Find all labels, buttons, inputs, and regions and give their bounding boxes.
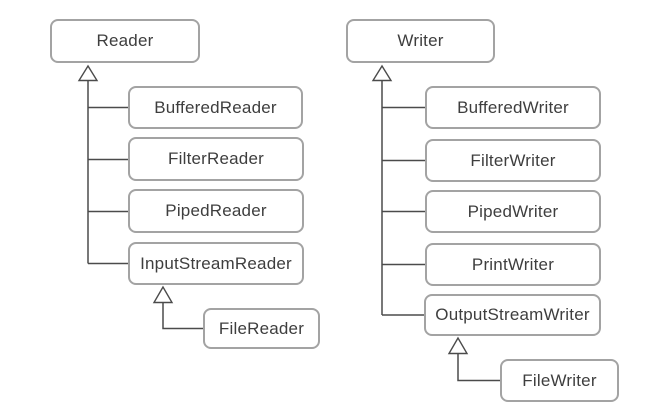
class-node-filterwriter: FilterWriter (425, 139, 601, 182)
class-node-inputstreamreader: InputStreamReader (128, 242, 304, 285)
class-node-printwriter: PrintWriter (425, 243, 601, 286)
inheritance-arrow-inputstreamreader (152, 285, 174, 304)
class-node-reader: Reader (50, 19, 200, 63)
inheritance-arrow-outputstreamwriter (447, 336, 469, 355)
class-node-pipedreader: PipedReader (128, 189, 304, 233)
inheritance-arrow-reader (77, 64, 99, 82)
class-node-filterreader: FilterReader (128, 137, 304, 181)
class-node-pipedwriter: PipedWriter (425, 190, 601, 233)
filewriter-elbow-line (457, 353, 500, 382)
class-node-filewriter: FileWriter (500, 359, 619, 402)
class-node-writer: Writer (346, 19, 495, 63)
reader-tree-connectors (77, 64, 203, 330)
inheritance-arrow-writer (371, 64, 393, 82)
class-node-filereader: FileReader (203, 308, 320, 349)
class-node-outputstreamwriter: OutputStreamWriter (424, 294, 601, 336)
class-node-bufferedreader: BufferedReader (128, 86, 303, 129)
class-node-bufferedwriter: BufferedWriter (425, 86, 601, 129)
filereader-elbow-line (162, 302, 203, 330)
writer-tree-connectors (371, 64, 500, 382)
